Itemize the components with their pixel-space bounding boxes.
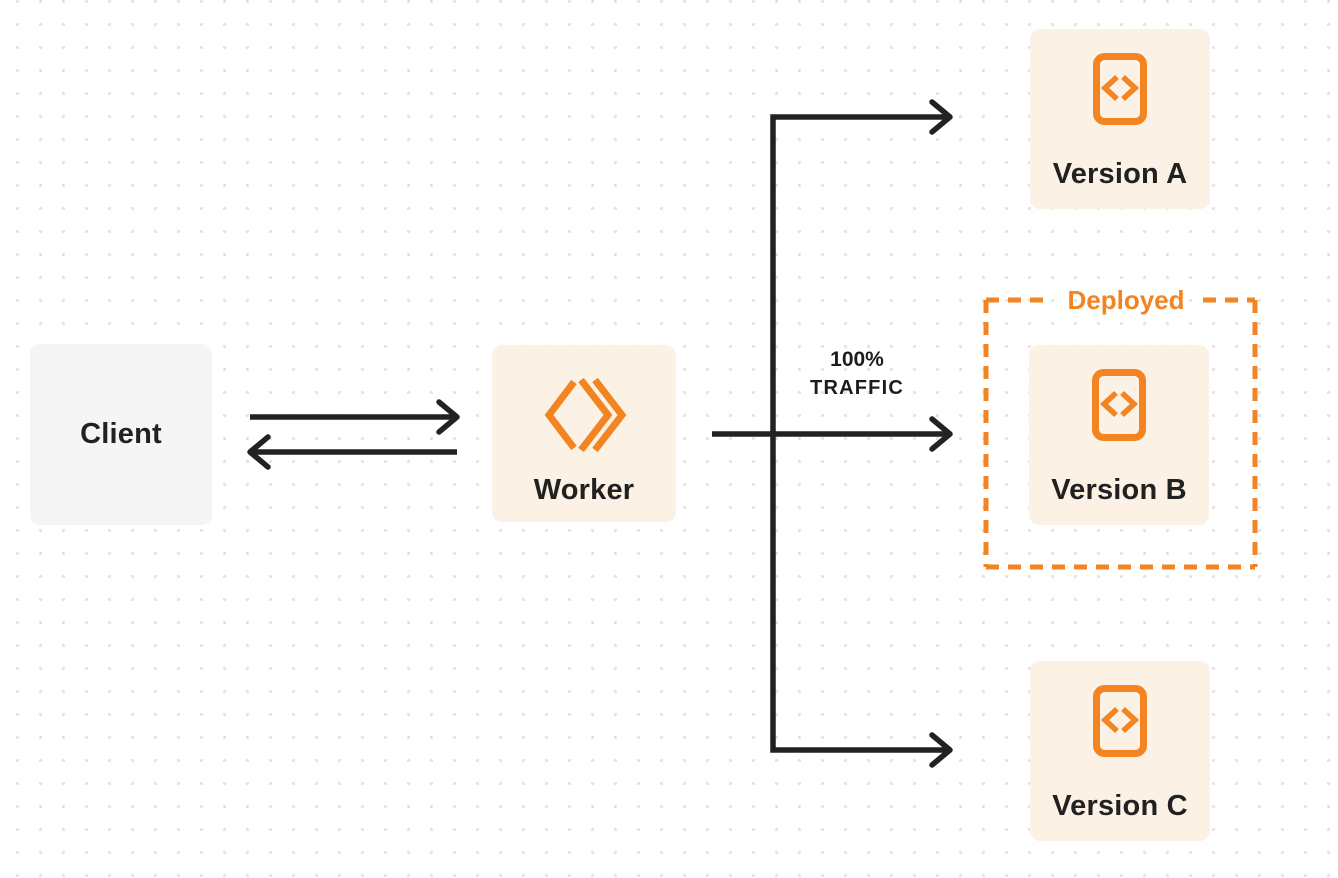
version-c-node: Version C <box>1030 661 1210 841</box>
deployed-dashed-border <box>983 297 1258 570</box>
client-node: Client <box>30 344 212 525</box>
version-a-node-label: Version A <box>1052 158 1188 190</box>
worker-to-version-b-arrow <box>712 416 953 452</box>
worker-to-client-arrow <box>247 434 457 470</box>
client-node-label: Client <box>80 418 162 450</box>
worker-node: Worker <box>492 345 676 522</box>
workers-logo-icon <box>540 375 628 460</box>
deployed-annotation: Deployed <box>1067 285 1185 315</box>
traffic-annotation: 100% TRAFFIC <box>796 347 918 404</box>
version-b-node: Version B <box>1029 345 1209 525</box>
code-file-icon <box>1093 685 1147 762</box>
client-to-worker-arrow <box>250 399 460 435</box>
worker-node-label: Worker <box>533 474 635 506</box>
worker-to-version-c-arrow <box>770 434 953 768</box>
version-a-node: Version A <box>1030 29 1210 209</box>
traffic-percent-text: 100% <box>830 348 884 371</box>
traffic-word-text: TRAFFIC <box>810 377 904 399</box>
code-file-icon <box>1092 369 1146 446</box>
version-c-node-label: Version C <box>1052 790 1188 822</box>
worker-to-version-a-arrow <box>770 99 953 434</box>
version-b-node-label: Version B <box>1051 474 1187 506</box>
code-file-icon <box>1093 53 1147 130</box>
